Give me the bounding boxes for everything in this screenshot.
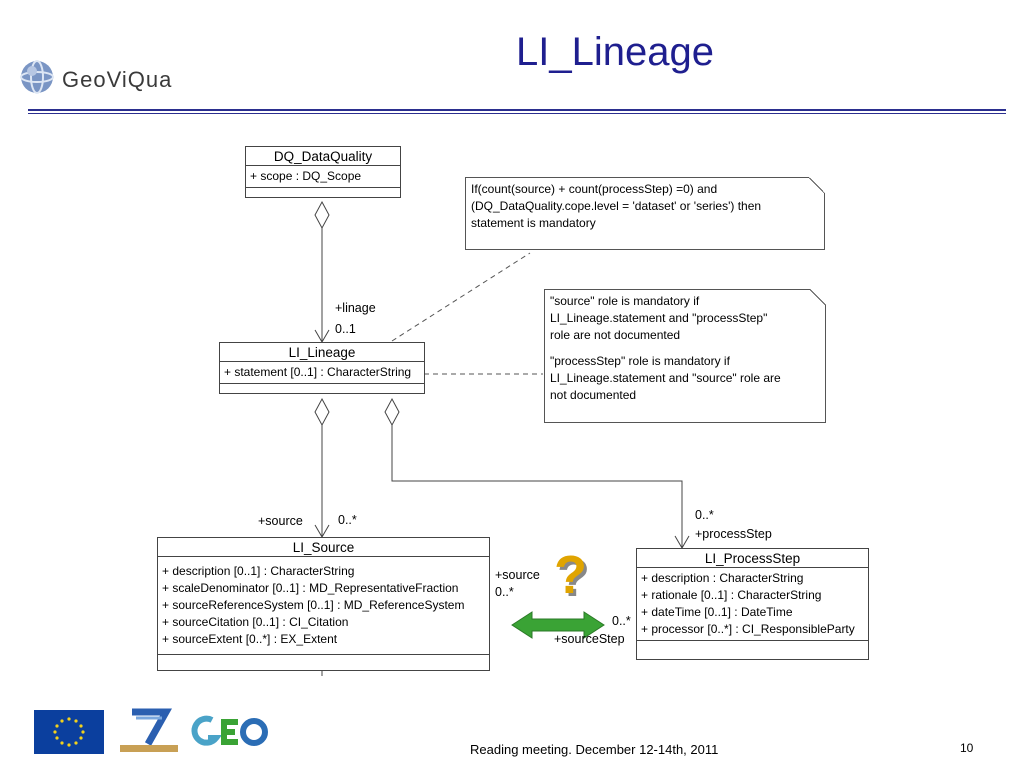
bidirectional-arrow-icon xyxy=(511,611,605,639)
note-line: "processStep" role is mandatory if xyxy=(550,354,730,368)
class-li-processstep: LI_ProcessStep + description : Character… xyxy=(636,548,869,660)
attribute: + processor [0..*] : CI_ResponsibleParty xyxy=(641,622,855,636)
page-number: 10 xyxy=(960,741,974,755)
class-name: LI_Source xyxy=(158,538,489,557)
attribute: + sourceCitation [0..1] : CI_Citation xyxy=(162,615,349,629)
role-label-linage: +linage xyxy=(335,301,376,315)
attribute: + dateTime [0..1] : DateTime xyxy=(641,605,793,619)
note-line: (DQ_DataQuality.cope.level = 'dataset' o… xyxy=(471,199,762,213)
globe-logo-icon xyxy=(20,60,54,94)
attribute: + rationale [0..1] : CharacterString xyxy=(641,588,822,602)
note-line: If(count(source) + count(processStep) =0… xyxy=(471,182,718,196)
class-operations xyxy=(220,384,424,393)
class-name: DQ_DataQuality xyxy=(246,147,400,166)
note-statement-constraint: If(count(source) + count(processStep) =0… xyxy=(465,177,825,250)
class-name: LI_ProcessStep xyxy=(637,549,868,568)
attribute: + description : CharacterString xyxy=(641,571,804,585)
role-label-source: +source xyxy=(258,514,303,528)
note-spacer xyxy=(550,344,820,353)
eu-flag-icon xyxy=(34,710,104,754)
class-li-source: LI_Source + description [0..1] : Charact… xyxy=(157,537,490,671)
logo-wordmark: GeoViQua xyxy=(62,67,173,92)
multiplicity-source-2: 0..* xyxy=(495,585,514,599)
class-attributes: + description : CharacterString + ration… xyxy=(637,568,868,641)
note-fold-icon xyxy=(809,177,825,193)
note-line: "source" role is mandatory if xyxy=(550,294,700,308)
header-rule-thin xyxy=(28,113,1006,114)
class-operations xyxy=(246,188,400,197)
role-label-source-2: +source xyxy=(495,568,540,582)
multiplicity-linage: 0..1 xyxy=(335,322,356,336)
geoviqua-logo: GeoViQua xyxy=(18,55,228,101)
class-attributes: + scope : DQ_Scope xyxy=(246,166,400,188)
question-mark-icon: ? xyxy=(554,545,587,605)
geo-logo-icon xyxy=(190,712,270,752)
slide-title: LI_Lineage xyxy=(516,30,714,74)
multiplicity-sourcestep: 0..* xyxy=(612,614,631,628)
note-line: LI_Lineage.statement and "processStep" xyxy=(550,311,768,325)
class-name: LI_Lineage xyxy=(220,343,424,362)
attribute: + sourceReferenceSystem [0..1] : MD_Refe… xyxy=(162,598,465,612)
multiplicity-processstep: 0..* xyxy=(695,508,714,522)
fp7-cooperation-logo xyxy=(118,708,180,754)
class-li-lineage: LI_Lineage + statement [0..1] : Characte… xyxy=(219,342,425,394)
class-dq-dataquality: DQ_DataQuality + scope : DQ_Scope xyxy=(245,146,401,198)
attribute: + scope : DQ_Scope xyxy=(250,169,362,183)
attribute: + statement [0..1] : CharacterString xyxy=(224,365,412,379)
class-attributes: + statement [0..1] : CharacterString xyxy=(220,362,424,384)
class-attributes: + description [0..1] : CharacterString +… xyxy=(158,557,489,655)
attribute: + sourceExtent [0..*] : EX_Extent xyxy=(162,632,338,646)
note-line: LI_Lineage.statement and "source" role a… xyxy=(550,371,781,385)
note-line: not documented xyxy=(550,388,637,402)
note-role-constraint: "source" role is mandatory if LI_Lineage… xyxy=(544,289,826,423)
header-rule xyxy=(28,109,1006,111)
multiplicity-source: 0..* xyxy=(338,513,357,527)
attribute: + description [0..1] : CharacterString xyxy=(162,564,355,578)
attribute: + scaleDenominator [0..1] : MD_Represent… xyxy=(162,581,459,595)
footer-text: Reading meeting. December 12-14th, 2011 xyxy=(470,742,719,757)
role-label-processstep: +processStep xyxy=(695,527,772,541)
note-line: statement is mandatory xyxy=(471,216,596,230)
role-label-sourcestep: +sourceStep xyxy=(554,632,625,646)
note-line: role are not documented xyxy=(550,328,681,342)
note-fold-icon xyxy=(810,289,826,305)
